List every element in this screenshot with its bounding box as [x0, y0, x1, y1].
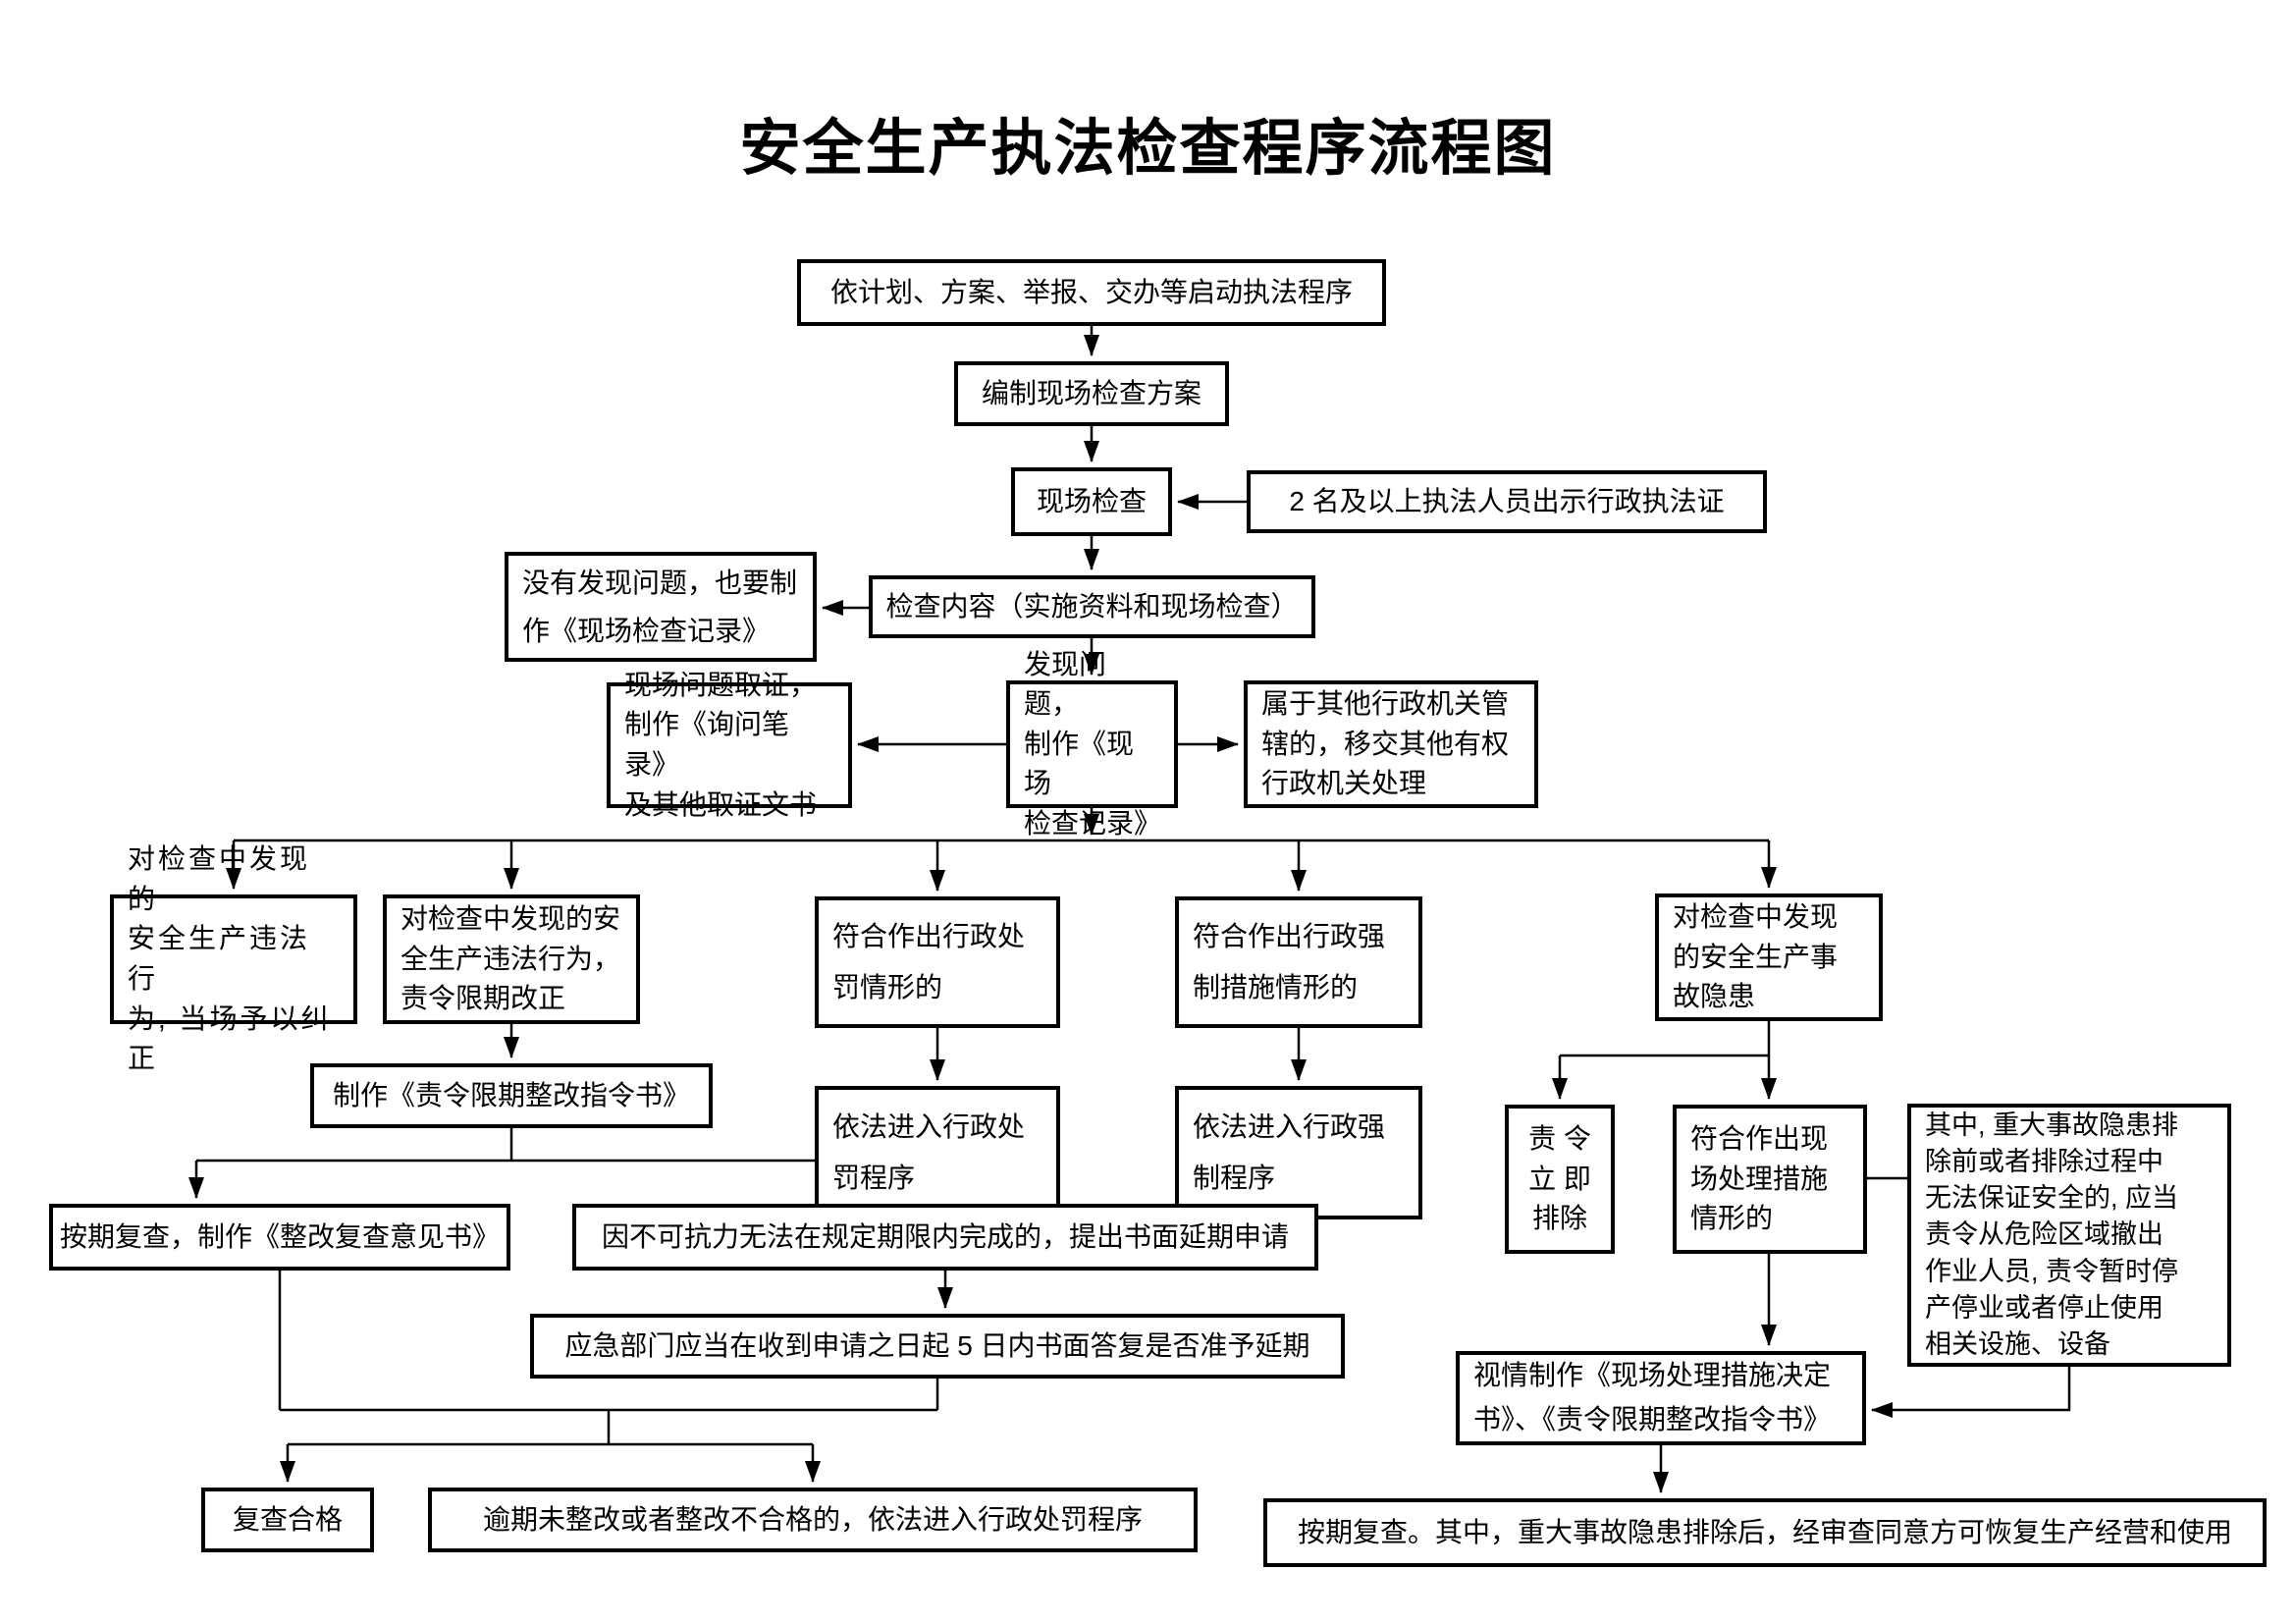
flow-node-transfer-other-authority: 属于其他行政机关管 辖的，移交其他有权 行政机关处理	[1244, 680, 1538, 808]
flow-node-correct-onsite: 对检查中发现的 安全生产违法行 为, 当场予以纠正	[110, 843, 357, 1073]
flow-node-make-decision-docs: 视情制作《现场处理措施决定 书》、《责令限期整改指令书》	[1456, 1351, 1866, 1445]
flow-node-review-pass: 复查合格	[201, 1488, 374, 1552]
flow-node-make-inspection-plan: 编制现场检查方案	[954, 361, 1229, 426]
flow-node-order-immediate-removal: 责 令 立 即 排除	[1505, 1105, 1615, 1254]
flow-node-review-ontime-doc: 按期复查，制作《整改复查意见书》	[49, 1204, 510, 1271]
flow-node-review-resume-production: 按期复查。其中，重大事故隐患排除后，经审查同意方可恢复生产经营和使用	[1263, 1498, 2267, 1567]
flow-node-coercive-procedure: 依法进入行政强 制程序	[1175, 1086, 1422, 1219]
arrow-majorhazard-to-docs	[1871, 1367, 2071, 1418]
flow-node-problem-found-record: 发现问题， 制作《现场 检查记录》	[1006, 649, 1178, 839]
flow-node-no-problem-record: 没有发现问题，也要制 作《现场检查记录》	[505, 552, 817, 662]
page-title: 安全生产执法检查程序流程图	[739, 115, 1557, 183]
flow-node-emergency-dept-reply: 应急部门应当在收到申请之日起 5 日内书面答复是否准予延期	[530, 1314, 1345, 1379]
flow-node-onsite-inspection: 现场检查	[1011, 467, 1172, 536]
flow-node-penalty-procedure: 依法进入行政处 罚程序	[815, 1086, 1060, 1219]
flow-node-rectify-order-doc: 制作《责令限期整改指令书》	[310, 1063, 713, 1128]
flow-node-hazard-found: 对检查中发现 的安全生产事 故隐患	[1655, 893, 1883, 1021]
flow-node-inspection-content: 检查内容（实施资料和现场检查）	[869, 575, 1315, 638]
flow-node-force-majeure-extension: 因不可抗力无法在规定期限内完成的，提出书面延期申请	[572, 1204, 1318, 1271]
flow-node-two-officers-show-id: 2 名及以上执法人员出示行政执法证	[1247, 470, 1767, 533]
flow-node-penalty-case: 符合作出行政处 罚情形的	[815, 896, 1060, 1028]
flow-node-collect-evidence: 现场问题取证， 制作《询问笔录》 及其他取证文书	[607, 670, 852, 820]
flow-node-overdue-penalty: 逾期未整改或者整改不合格的，依法进入行政处罚程序	[428, 1488, 1198, 1552]
flow-node-start-procedure: 依计划、方案、举报、交办等启动执法程序	[797, 259, 1386, 326]
flow-node-order-rectify-deadline: 对检查中发现的安 全生产违法行为， 责令限期改正	[383, 894, 640, 1024]
flow-node-major-hazard-note: 其中, 重大事故隐患排 除前或者排除过程中 无法保证安全的, 应当 责令从危险区…	[1907, 1104, 2231, 1367]
flow-node-coercive-case: 符合作出行政强 制措施情形的	[1175, 896, 1422, 1028]
flow-node-onsite-measure-case: 符合作出现 场处理措施 情形的	[1673, 1105, 1867, 1254]
